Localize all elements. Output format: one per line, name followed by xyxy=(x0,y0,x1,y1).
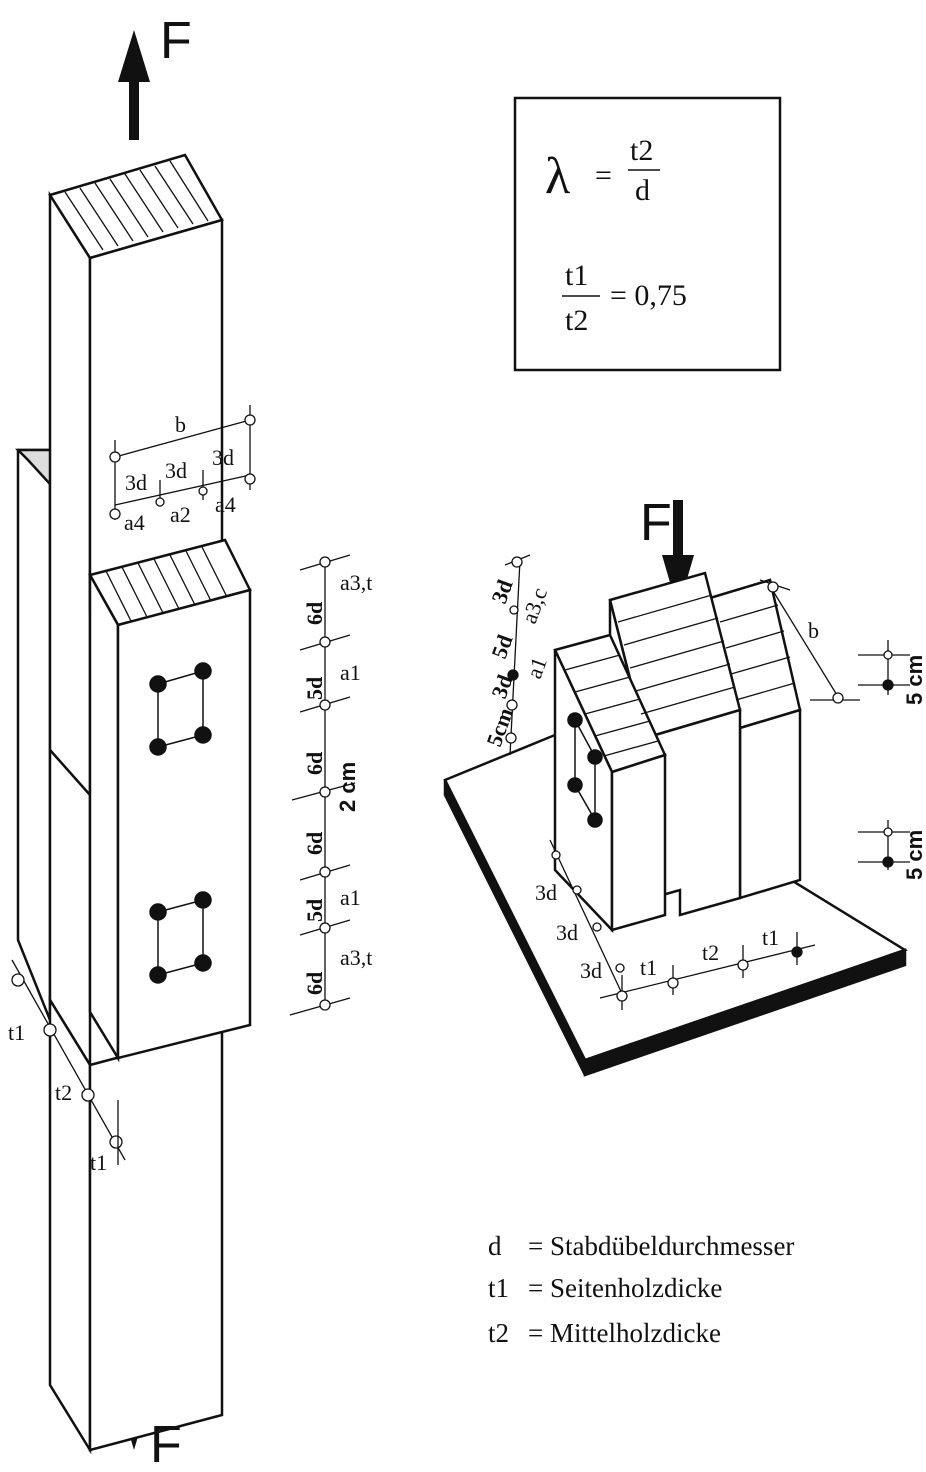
right-b-dimension xyxy=(759,579,860,704)
right-b-label: b xyxy=(808,618,819,643)
right-side-dim-top: 5 cm xyxy=(902,655,926,705)
ratio-numerator: t1 xyxy=(565,259,588,292)
vdim-5: 5d xyxy=(302,899,327,922)
back-side-plate xyxy=(16,448,52,1021)
right-spacing-a3c: a3,c xyxy=(516,584,552,627)
top-spacing-a2: a2 xyxy=(170,502,191,527)
lambda-symbol: λ xyxy=(545,148,570,205)
right-front-dim-3: 3d xyxy=(580,958,602,983)
legend-symbol-t2: t2 xyxy=(488,1318,509,1348)
force-label-bottom: F xyxy=(150,1416,182,1472)
dowel-group-upper xyxy=(149,662,212,756)
left-t1-lower: t1 xyxy=(90,1150,107,1175)
middle-member xyxy=(48,190,92,1070)
right-side-dim-bottom: 5 cm xyxy=(902,830,926,880)
top-dim-1: 3d xyxy=(125,470,147,495)
thickness-chain-left xyxy=(11,959,126,1165)
top-dimension-lines xyxy=(109,405,256,520)
legend-text-t1: = Seitenholzdicke xyxy=(528,1273,722,1303)
right-front-dim-2: 3d xyxy=(556,920,578,945)
right-vdim-1: 3d xyxy=(486,576,517,606)
spacing-a1-lower: a1 xyxy=(340,885,361,910)
right-t1-right: t1 xyxy=(762,925,779,950)
vdim-6: 6d xyxy=(302,972,327,995)
legend-text-d: = Stabdübeldurchmesser xyxy=(528,1231,794,1261)
top-spacing-a4-left: a4 xyxy=(124,510,145,535)
top-dim-2: 3d xyxy=(165,458,187,483)
force-arrow-up xyxy=(118,30,150,140)
left-t1-upper: t1 xyxy=(8,1020,25,1045)
legend: d = Stabdübeldurchmesser t1 = Seitenholz… xyxy=(488,1231,794,1348)
left-b-label: b xyxy=(175,412,186,437)
right-t1-left: t1 xyxy=(640,955,657,980)
vdim-3: 6d xyxy=(302,752,327,775)
legend-text-t2: = Mittelholzdicke xyxy=(528,1318,721,1348)
dowel-group-lower xyxy=(149,891,212,984)
force-label-right: F xyxy=(640,494,672,552)
vdim-2: 5d xyxy=(302,677,327,700)
left-t2: t2 xyxy=(55,1080,72,1105)
legend-symbol-t1: t1 xyxy=(488,1273,509,1303)
ratio-denominator: t2 xyxy=(565,304,588,337)
top-spacing-a4-right: a4 xyxy=(215,492,236,517)
formula-box: λ = t2 d t1 t2 = 0,75 xyxy=(513,96,782,372)
gap-label: 2 cm xyxy=(335,762,360,812)
lambda-numerator: t2 xyxy=(630,134,653,167)
right-spacing-a1: a1 xyxy=(521,654,552,682)
lambda-denominator: d xyxy=(635,174,650,207)
right-vdim-2: 5d xyxy=(486,631,517,661)
top-dim-3: 3d xyxy=(212,445,234,470)
right-front-chain xyxy=(549,839,816,1010)
vdim-4: 6d xyxy=(302,832,327,855)
vdim-1: 6d xyxy=(302,602,327,625)
right-t2: t2 xyxy=(702,940,719,965)
vertical-dimension-chain xyxy=(289,554,356,1016)
left-tension-joint xyxy=(11,30,356,1455)
force-label-top: F xyxy=(160,12,192,70)
spacing-a3t-top: a3,t xyxy=(340,570,372,595)
right-vertical-chain xyxy=(504,554,531,756)
lambda-equals: = xyxy=(595,159,612,192)
spacing-a3t-bottom: a3,t xyxy=(340,945,372,970)
right-dowel-group xyxy=(567,712,603,828)
right-side-dims xyxy=(858,640,910,870)
right-front-dim-1: 3d xyxy=(535,880,557,905)
right-compression-joint xyxy=(443,500,910,1077)
spacing-a1-upper: a1 xyxy=(340,660,361,685)
legend-symbol-d: d xyxy=(488,1231,502,1261)
ratio-value: = 0,75 xyxy=(610,279,687,312)
